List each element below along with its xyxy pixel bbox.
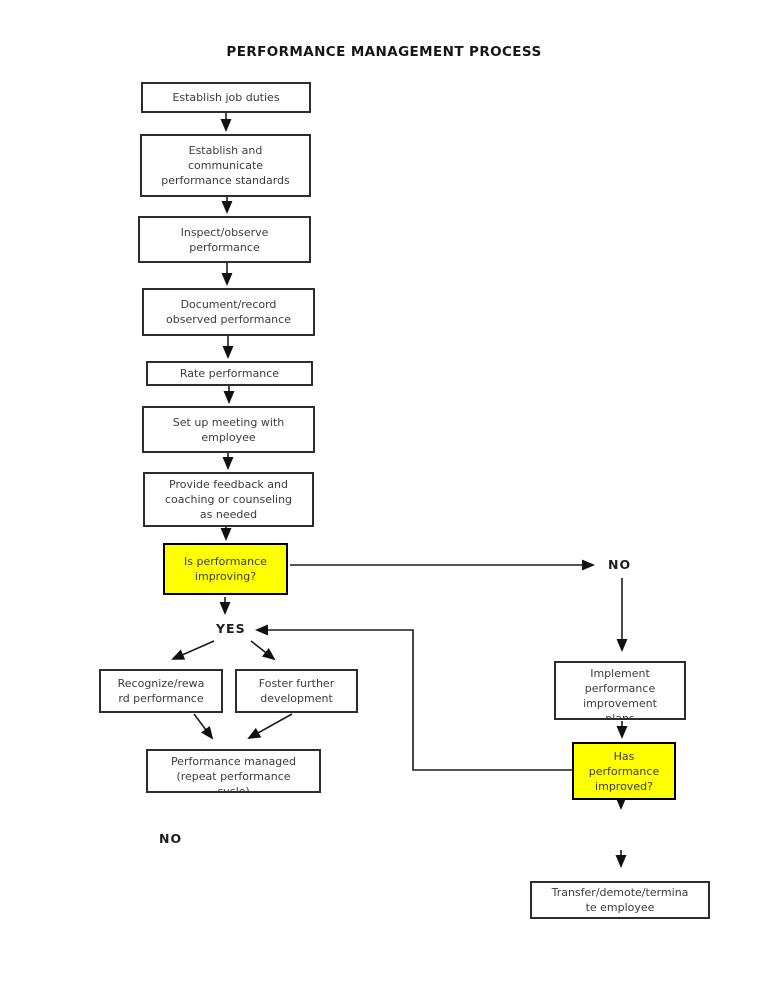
arrow-recognize-to-managed xyxy=(193,713,214,740)
node-establish-duties: Establish job duties xyxy=(141,82,311,113)
node-has-performance-improved-label: Has performance improved? xyxy=(588,749,660,793)
node-performance-managed-label: Performance managed (repeat performance … xyxy=(170,755,297,793)
page-title: PERFORMANCE MANAGEMENT PROCESS xyxy=(226,44,542,60)
node-transfer-demote: Transfer/demote/termina te employee xyxy=(530,881,710,919)
arrow-yes-to-foster xyxy=(250,640,276,661)
node-provide-feedback-label: Provide feedback and coaching or counsel… xyxy=(164,478,293,521)
node-setup-meeting-label: Set up meeting with employee xyxy=(172,415,285,444)
node-performance-managed: Performance managed (repeat performance … xyxy=(146,749,321,793)
node-foster-development: Foster further development xyxy=(235,669,358,713)
label-no-right: NO xyxy=(608,557,632,572)
node-has-performance-improved: Has performance improved? xyxy=(572,742,676,800)
node-setup-meeting: Set up meeting with employee xyxy=(142,406,315,453)
label-yes: YES xyxy=(216,621,246,636)
node-recognize-reward: Recognize/rewa rd performance xyxy=(99,669,223,713)
node-establish-duties-label: Establish job duties xyxy=(172,91,280,104)
arrow-yes-to-recognize xyxy=(171,640,215,660)
node-rate-performance: Rate performance xyxy=(146,361,313,386)
loop-hasimproved-to-yes xyxy=(255,624,572,771)
node-document-record-label: Document/record observed performance xyxy=(166,298,291,326)
arrow-foster-to-managed xyxy=(247,713,293,739)
node-rate-performance-label: Rate performance xyxy=(179,367,280,380)
node-foster-development-label: Foster further development xyxy=(258,677,335,705)
node-recognize-reward-label: Recognize/rewa rd performance xyxy=(117,677,205,705)
node-establish-standards: Establish and communicate performance st… xyxy=(140,134,311,197)
node-transfer-demote-label: Transfer/demote/termina te employee xyxy=(551,886,689,914)
node-inspect-observe: Inspect/observe performance xyxy=(138,216,311,263)
node-establish-standards-label: Establish and communicate performance st… xyxy=(161,144,290,187)
node-inspect-observe-label: Inspect/observe performance xyxy=(180,225,269,254)
node-is-performance-improving-label: Is performance improving? xyxy=(184,555,267,583)
node-implement-plans-label: Implement performance improvement plans xyxy=(583,667,657,720)
label-no-bottom: NO xyxy=(159,831,183,846)
node-is-performance-improving: Is performance improving? xyxy=(163,543,288,595)
node-document-record: Document/record observed performance xyxy=(142,288,315,336)
node-provide-feedback: Provide feedback and coaching or counsel… xyxy=(143,472,314,527)
node-implement-plans: Implement performance improvement plans xyxy=(554,661,686,720)
